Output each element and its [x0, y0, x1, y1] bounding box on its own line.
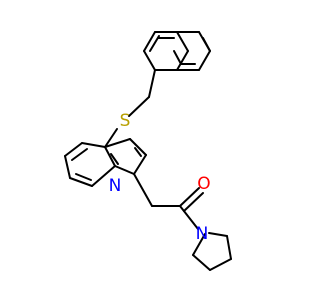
indole-ring	[64, 128, 147, 187]
sulfur-atom-label: S	[120, 111, 131, 131]
pyrrolidine-ring	[192, 232, 232, 271]
methylene-linker	[128, 69, 156, 117]
indole-nitrogen-atom-label: N	[109, 176, 122, 196]
molecule-structure: S N O N	[64, 31, 232, 271]
carbonyl-oxygen-atom-label: O	[197, 174, 210, 194]
naphthalene-ring	[143, 31, 211, 71]
pyrrolidine-nitrogen-atom-label: N	[196, 224, 209, 244]
acetamide-linker	[133, 173, 204, 230]
